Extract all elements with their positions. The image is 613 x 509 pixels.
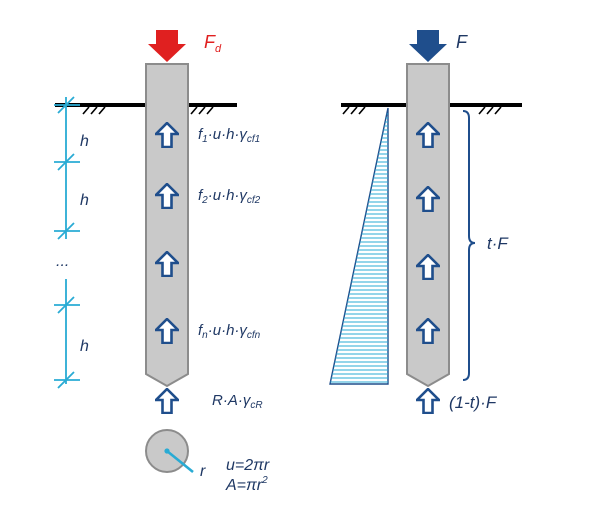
ground-hatch-left (82, 106, 214, 115)
pile-shaft-left (145, 63, 189, 388)
radius-line (166, 449, 194, 474)
friction-distribution-triangle (329, 107, 389, 385)
dimension-label-h: h (80, 133, 89, 150)
layer-friction-label-1: f1·u·h·γcf1 (198, 126, 260, 145)
cross-section: r u=2πr A=πr2 (145, 429, 270, 494)
tip-resistance-arrow-icon (155, 388, 179, 414)
layer-friction-label-2: f2·u·h·γcf2 (198, 187, 261, 206)
load-label-fd: Fd (204, 32, 222, 55)
tip-resistance-label: R·A·γcR (212, 392, 263, 411)
tip-share-label: (1-t)·F (449, 393, 498, 412)
tip-resistance-arrow-icon (416, 388, 440, 414)
shaft-share-label: t·F (487, 234, 509, 253)
dimension-chain (54, 96, 80, 389)
load-arrow-down-red-icon (148, 30, 186, 62)
perimeter-formula: u=2πr (226, 457, 270, 474)
right-pile-group: F t·F (1-t)·F (329, 30, 522, 414)
pile-shaft-right (406, 63, 450, 388)
dimension-label-h: h (80, 338, 89, 355)
left-pile-group: Fd f1·u·h·γcf1 f2·u·h·γcf2 fn·u·h·γcfn R… (55, 30, 263, 414)
ground-hatch-right (342, 106, 502, 115)
dimension-label-h: h (80, 192, 89, 209)
area-formula: A=πr2 (225, 475, 268, 494)
load-arrow-down-blue-icon (409, 30, 447, 62)
dimension-label-ellipsis: ... (56, 253, 69, 270)
shaft-share-brace (462, 110, 476, 381)
load-label-f: F (456, 32, 468, 52)
layer-friction-label-n: fn·u·h·γcfn (198, 322, 261, 341)
radius-label: r (200, 463, 206, 480)
